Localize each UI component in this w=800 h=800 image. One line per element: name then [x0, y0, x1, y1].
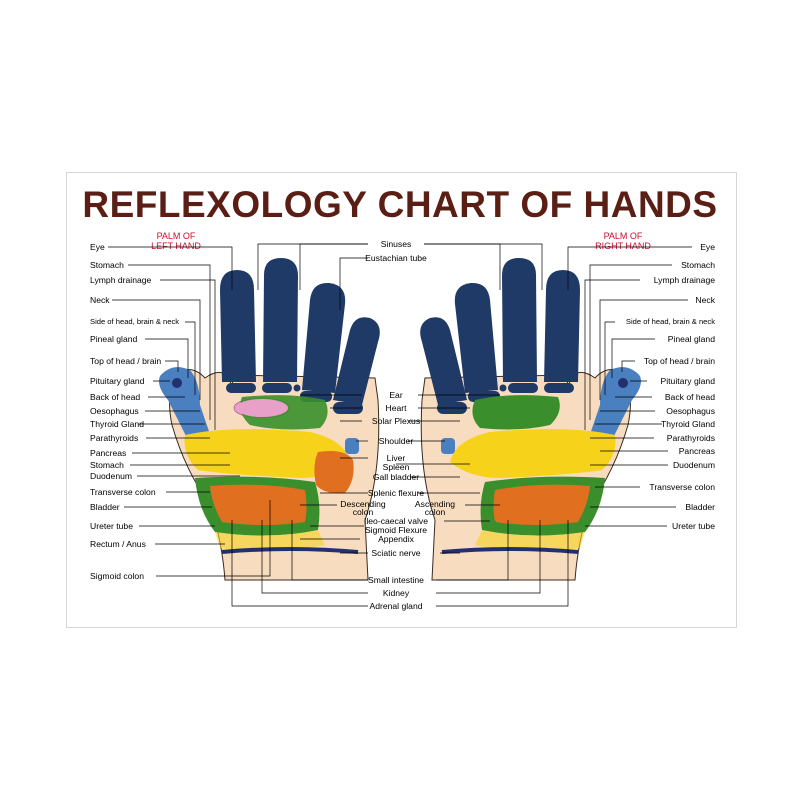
- left-label-sigmoid-colon: Sigmoid colon: [90, 571, 144, 581]
- center-label-appendix: Appendix: [378, 534, 414, 544]
- left-label-duodenum: Duodenum: [90, 471, 133, 481]
- right-label-oesophagus: Oesophagus: [666, 406, 715, 416]
- left-label-stomach-2: Stomach: [90, 460, 124, 470]
- left-label-transverse-colon: Transverse colon: [90, 487, 156, 497]
- right-label-top-of-head: Top of head / brain: [643, 356, 715, 366]
- left-hand: [159, 258, 380, 581]
- right-hand-label-line1: PALM OF: [603, 231, 643, 241]
- center-label-ileo-caecal-valve: Ileo-caecal valve: [363, 516, 428, 526]
- leader-lines: [108, 243, 692, 607]
- center-label-adrenal-gland: Adrenal gland: [369, 601, 423, 611]
- right-label-bladder: Bladder: [685, 502, 715, 512]
- right-label-ureter-tube: Ureter tube: [672, 521, 715, 531]
- left-label-eye: Eye: [90, 242, 105, 252]
- left-label-pituitary-gland: Pituitary gland: [90, 376, 145, 386]
- center-label-ascending-colon: Ascending colon: [414, 499, 456, 517]
- center-label-eustachian-tube: Eustachian tube: [365, 253, 427, 263]
- center-label-gall-bladder: Gall bladder: [372, 472, 420, 482]
- right-label-duodenum: Duodenum: [672, 460, 715, 470]
- left-label-lymph-drainage: Lymph drainage: [90, 275, 152, 285]
- right-label-pituitary-gland: Pituitary gland: [660, 376, 715, 386]
- center-label-shoulder: Shoulder: [378, 436, 414, 446]
- left-label-neck: Neck: [90, 295, 110, 305]
- center-label-sinuses: Sinuses: [380, 239, 412, 249]
- right-label-pineal-gland: Pineal gland: [667, 334, 715, 344]
- right-label-back-of-head: Back of head: [664, 392, 715, 402]
- left-hand-label-line2: LEFT HAND: [151, 241, 201, 251]
- left-label-oesophagus: Oesophagus: [90, 406, 139, 416]
- center-label-small-intestine: Small intestine: [368, 575, 424, 585]
- left-label-parathyroids: Parathyroids: [90, 433, 139, 443]
- center-label-sigmoid-flexure: Sigmoid Flexure: [364, 525, 428, 535]
- right-label-parathyroids: Parathyroids: [666, 433, 715, 443]
- right-label-eye: Eye: [700, 242, 715, 252]
- left-label-back-of-head: Back of head: [90, 392, 141, 402]
- left-label-pancreas: Pancreas: [90, 448, 127, 458]
- center-label-kidney: Kidney: [382, 588, 410, 598]
- left-label-top-of-head: Top of head / brain: [90, 356, 162, 366]
- left-label-side-of-head: Side of head, brain & neck: [90, 317, 180, 326]
- left-hand-label-line1: PALM OF: [156, 231, 196, 241]
- left-label-thyroid-gland: Thyroid Gland: [90, 419, 144, 429]
- center-label-sciatic-nerve: Sciatic nerve: [371, 548, 421, 558]
- left-hand-label: PALM OF LEFT HAND: [131, 231, 221, 251]
- center-label-heart: Heart: [385, 403, 407, 413]
- left-label-rectum-anus: Rectum / Anus: [90, 539, 146, 549]
- center-label-solar-plexus: Solar Plexus: [371, 416, 421, 426]
- left-label-pineal-gland: Pineal gland: [90, 334, 138, 344]
- right-label-lymph-drainage: Lymph drainage: [653, 275, 715, 285]
- right-hand-label: PALM OF RIGHT HAND: [578, 231, 668, 251]
- right-label-pancreas: Pancreas: [678, 446, 715, 456]
- right-label-stomach: Stomach: [681, 260, 715, 270]
- page-title: REFLEXOLOGY CHART OF HANDS: [82, 184, 718, 225]
- center-label-spleen: Spleen: [382, 462, 410, 472]
- left-label-stomach: Stomach: [90, 260, 124, 270]
- center-label-splenic-flexure: Splenic flexure: [367, 488, 425, 498]
- center-label-descending-colon: Descending colon: [340, 499, 386, 517]
- right-label-side-of-head: Side of head, brain & neck: [625, 317, 715, 326]
- center-label-liver: Liver: [386, 453, 406, 463]
- right-label-neck: Neck: [695, 295, 715, 305]
- right-label-transverse-colon: Transverse colon: [649, 482, 715, 492]
- center-label-ear: Ear: [389, 390, 403, 400]
- right-hand: [420, 258, 641, 581]
- left-label-ureter-tube: Ureter tube: [90, 521, 133, 531]
- right-hand-label-line2: RIGHT HAND: [595, 241, 651, 251]
- left-label-bladder: Bladder: [90, 502, 120, 512]
- right-label-thyroid-gland: Thyroid Gland: [661, 419, 715, 429]
